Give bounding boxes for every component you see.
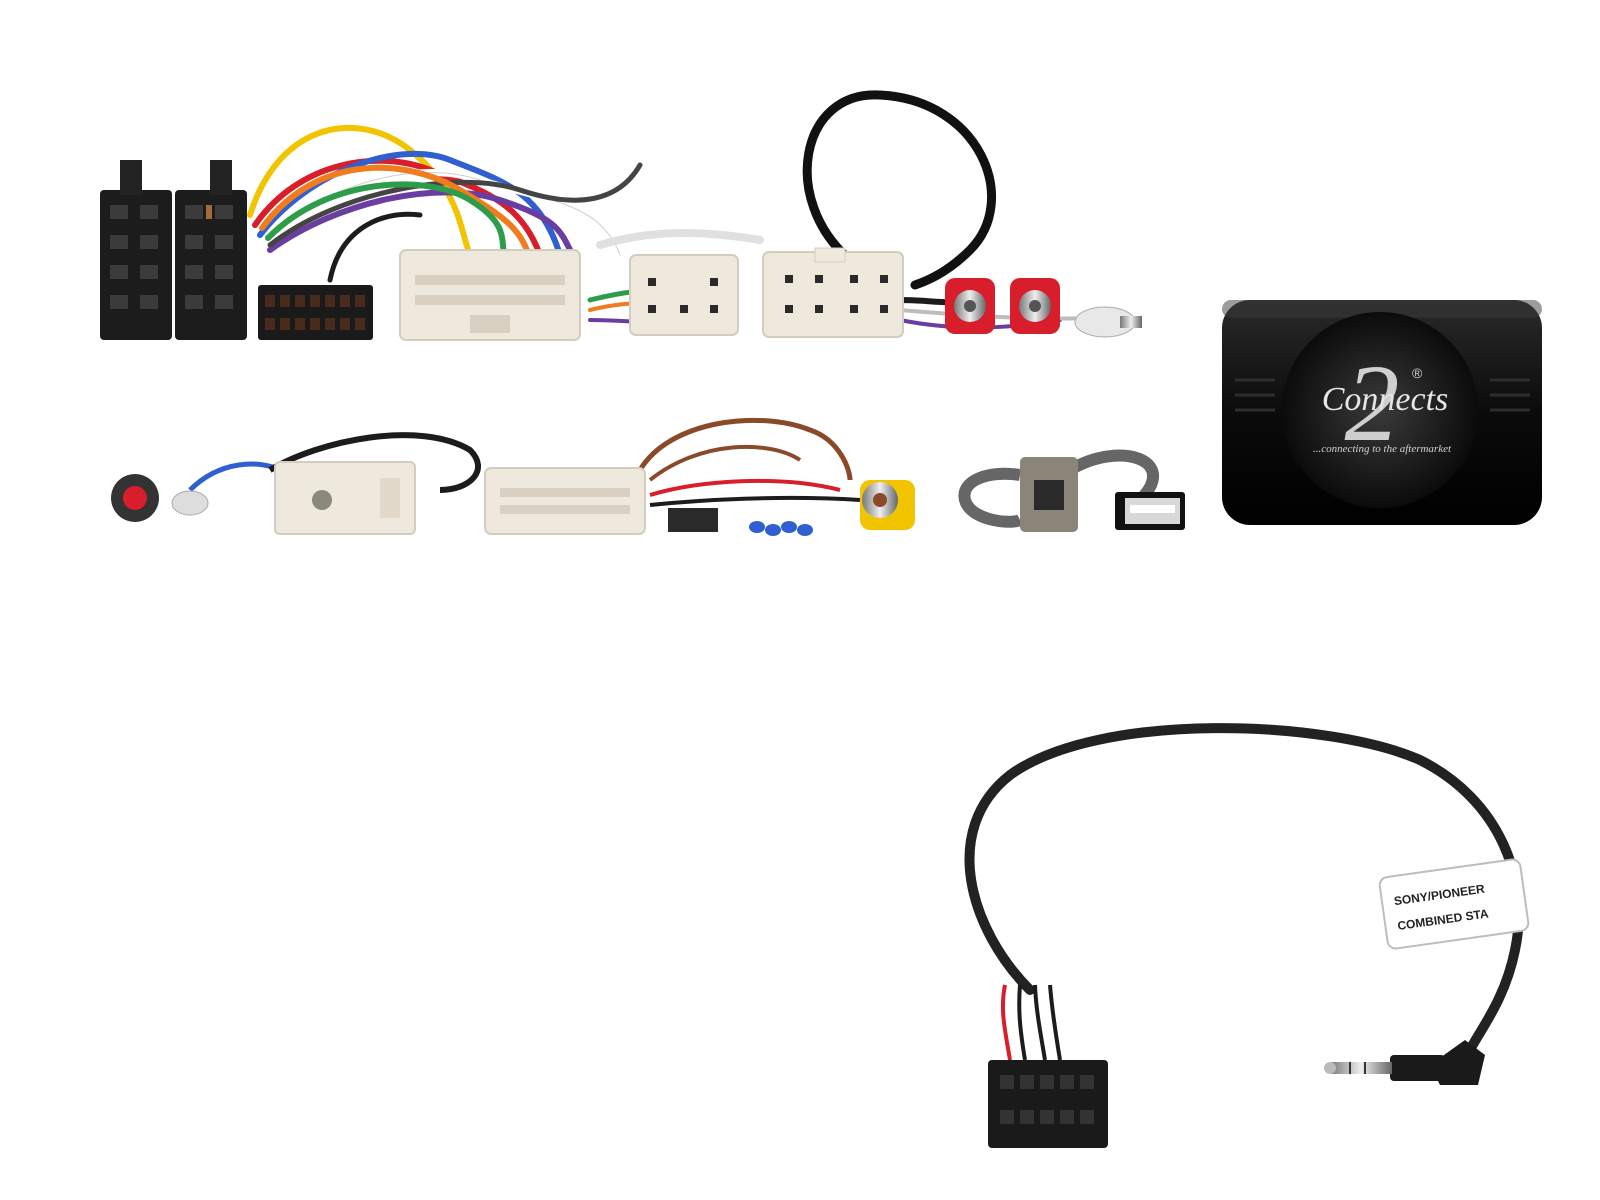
- antenna-loop-cable: [802, 90, 997, 290]
- iso-connector-icon: [988, 1060, 1108, 1148]
- iso-connector-icon: [100, 160, 247, 340]
- power-connector-white: [484, 417, 915, 536]
- brand-tagline: ...connecting to the aftermarket: [1313, 443, 1452, 455]
- brand-script: Connects: [1322, 381, 1449, 418]
- registered-mark: ®: [1412, 365, 1423, 381]
- white-vehicle-connector-large: [399, 249, 581, 341]
- interface-box: 2 Connects ® ...connecting to the afterm…: [1222, 300, 1542, 525]
- brand-logo: 2 Connects ® ...connecting to the afterm…: [1313, 342, 1452, 464]
- rca-plug-icon: [945, 278, 1142, 338]
- rca-plug-icon: [860, 480, 915, 530]
- white-vehicle-connector-medium: [762, 247, 904, 338]
- pin-header-connector: [258, 285, 373, 340]
- main-harness: [100, 90, 1142, 341]
- brand-numeral: 2: [1345, 342, 1400, 464]
- secondary-harness: [111, 417, 1185, 536]
- steering-lead-cable: SONY/PIONEER COMBINED STA: [964, 723, 1530, 1148]
- white-vehicle-connector-small: [629, 254, 739, 336]
- cable-label-sleeve: SONY/PIONEER COMBINED STA: [1378, 858, 1530, 950]
- jack-plug-icon: [1324, 1040, 1485, 1085]
- antenna-adapter: [111, 432, 481, 535]
- usb-plug-icon: [958, 449, 1185, 532]
